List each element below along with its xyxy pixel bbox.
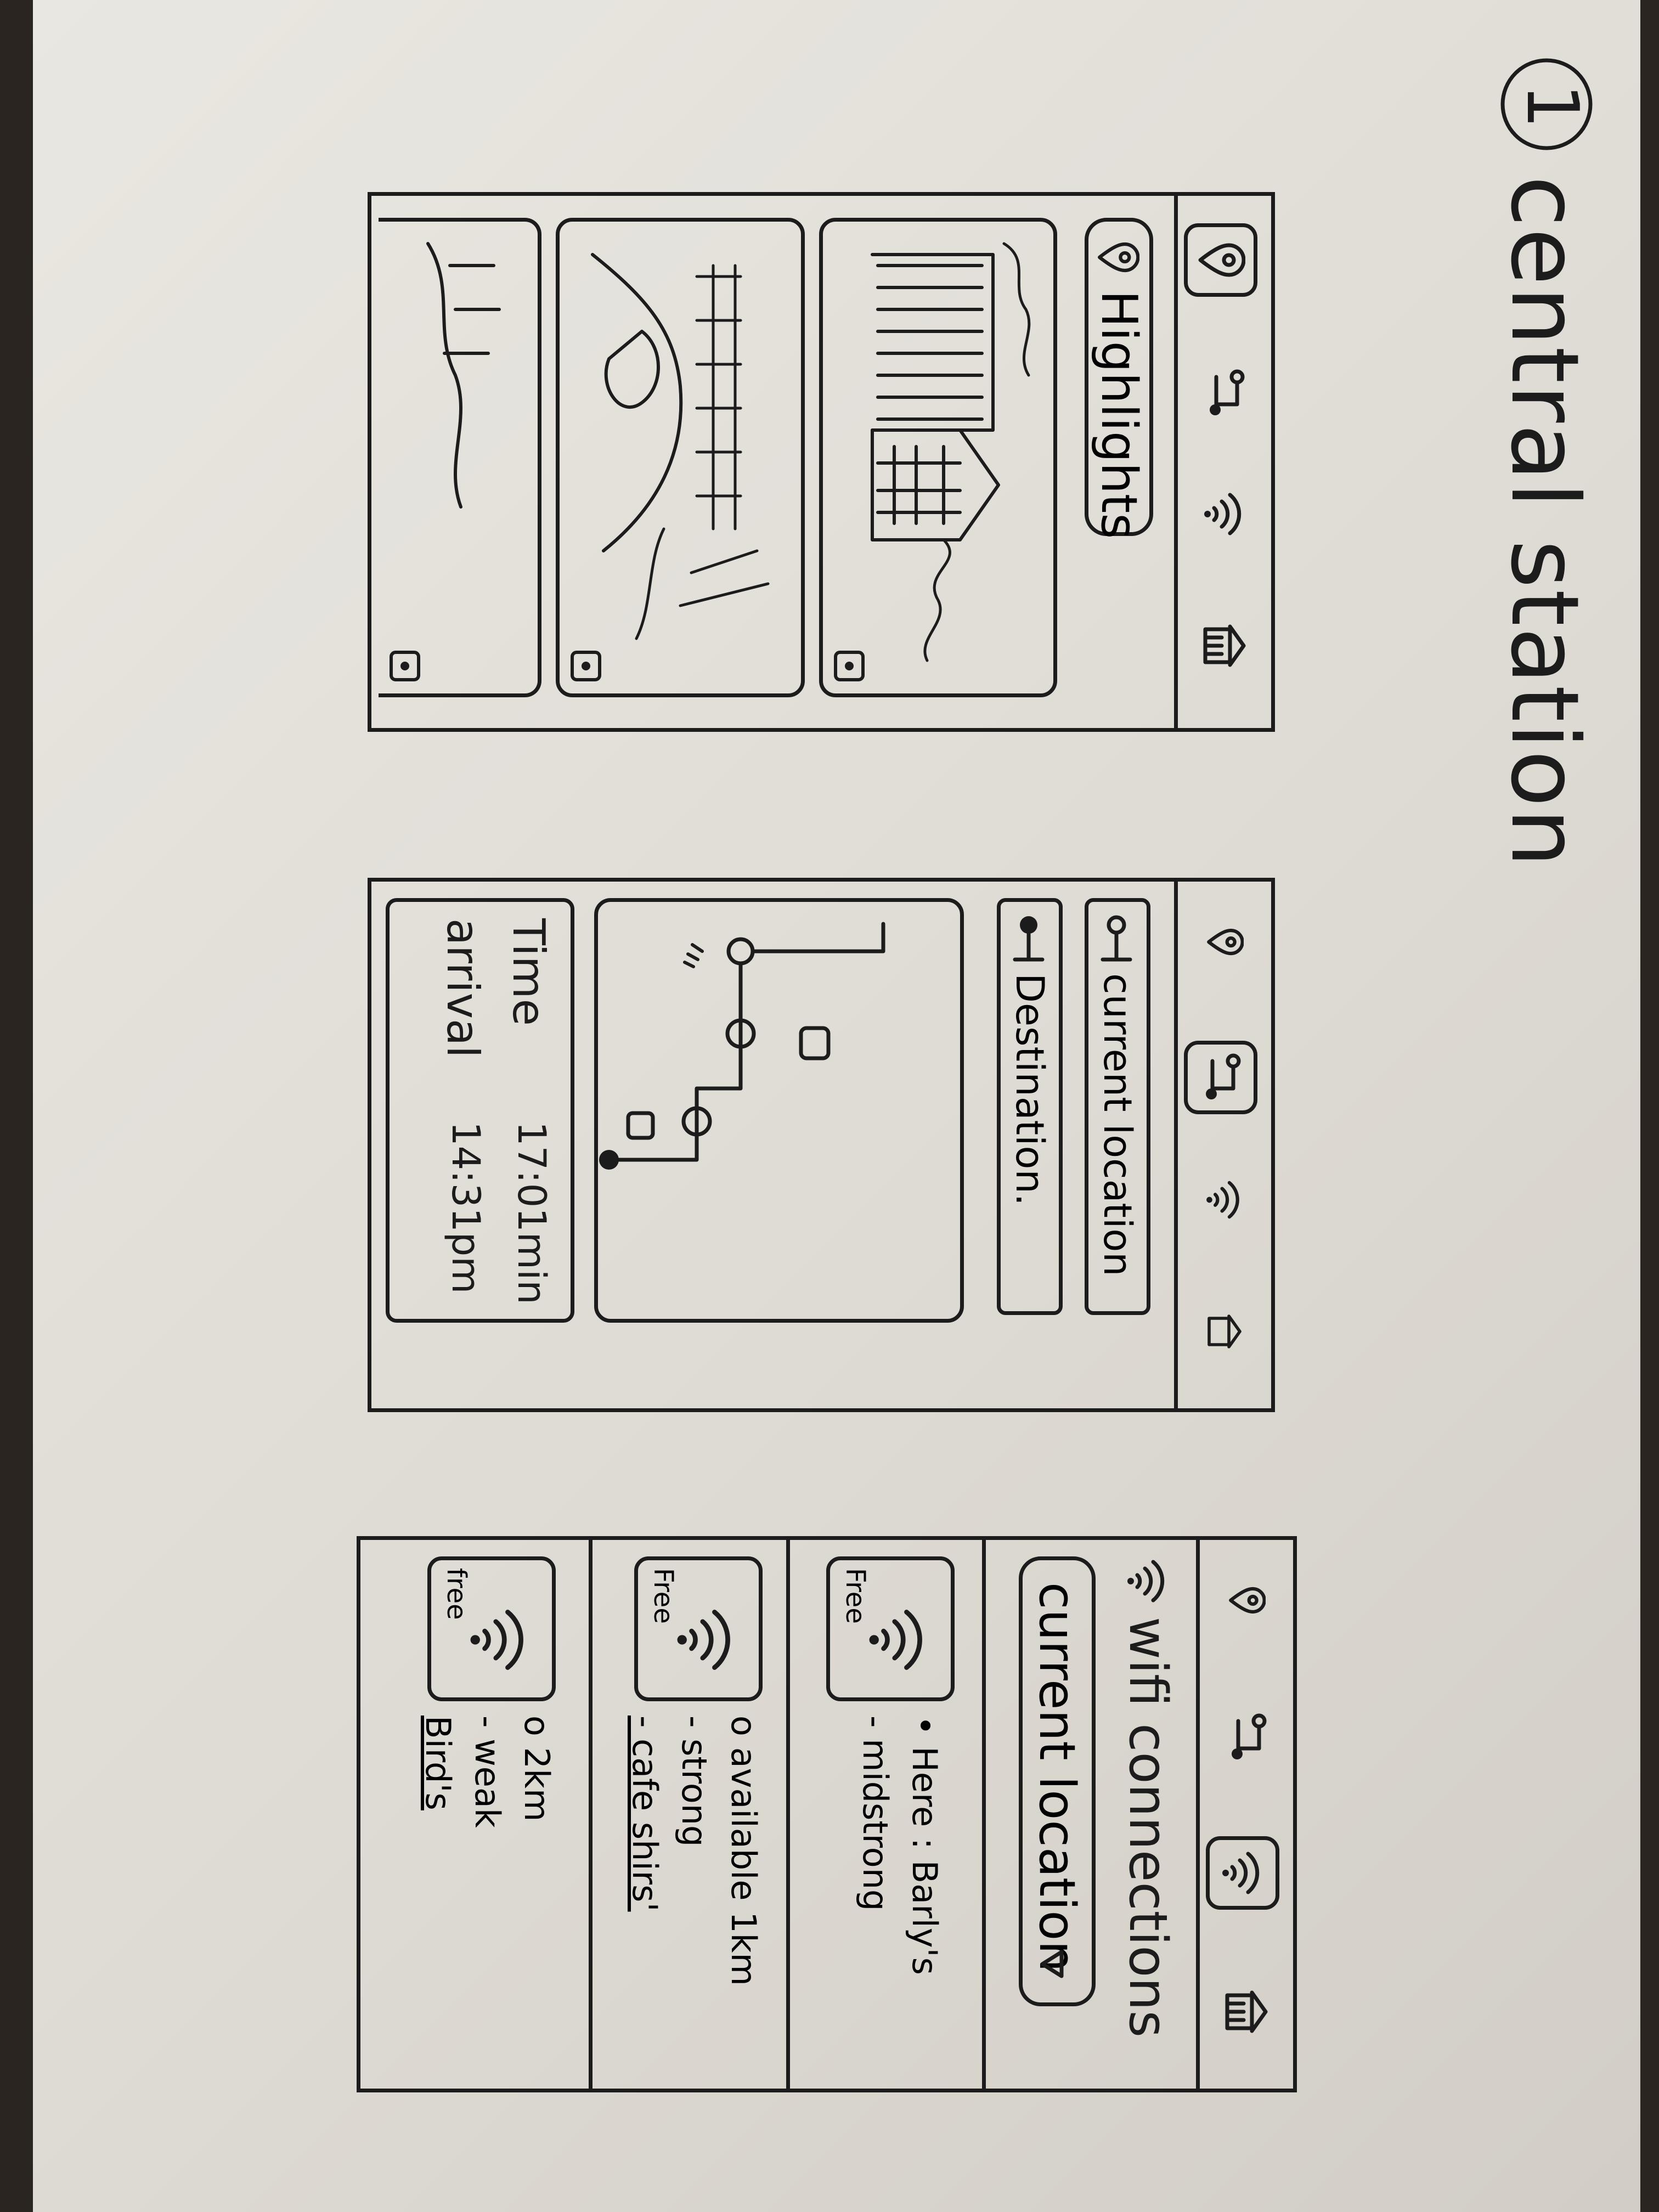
tab-shops[interactable] [1192,1299,1257,1364]
highlight-card[interactable] [819,218,1057,697]
tab-bar [1174,196,1271,728]
park-sketch-image [426,242,501,509]
route-screen: current location Destination. Time 17:01… [368,878,1275,1412]
wifi-header: wifi connections [1118,1556,1178,2038]
chevron-down-icon [1040,1950,1064,1978]
location-pin-icon [1098,242,1139,273]
bus-icon [799,1026,831,1060]
network-name: - cafe shirs' [625,1716,665,1912]
location-pin-icon [1207,928,1244,956]
page-title: central station [1490,176,1599,868]
shop-icon [1203,624,1246,667]
network-distance: o available 1km [724,1716,764,1986]
time-value: 17:01min [509,1121,554,1305]
wifi-icon [1204,493,1242,535]
building-sketch-image [871,242,1031,662]
paper-sheet [33,0,1640,2212]
highlight-card[interactable] [379,218,541,697]
arrival-label: arrival [437,918,488,1058]
highlights-title: Highlights [1090,290,1148,539]
tab-wifi[interactable] [1192,481,1257,547]
wifi-signal-box: Free [826,1556,955,1701]
page-number-circle [1500,58,1593,150]
tab-highlights[interactable] [1214,1567,1279,1633]
wifi-network-row[interactable]: Free o available 1km - strong - cafe shi… [589,1540,790,2089]
destination-placeholder: Destination. [1007,973,1052,1206]
wifi-screen: wifi connections current location Free •… [357,1536,1297,2092]
network-strength: - midstrong [855,1716,895,1911]
tab-shops[interactable] [1192,613,1257,679]
network-name: • Here : Barly's [905,1716,945,1975]
tab-wifi[interactable] [1192,1167,1257,1233]
wifi-network-row[interactable]: Free • Here : Barly's - midstrong [786,1540,986,2089]
route-icon [1232,1713,1267,1759]
destination-input[interactable]: Destination. [997,898,1063,1315]
tab-shops[interactable] [1214,1979,1279,2045]
shop-icon [1225,1990,1268,2033]
highlight-card[interactable] [556,218,805,697]
location-pin-icon[interactable] [833,650,866,682]
wifi-icon [1222,1852,1260,1894]
network-name: Bird's [418,1716,458,1810]
network-strength: - strong [674,1716,714,1847]
origin-input[interactable]: current location [1085,898,1150,1315]
wifi-network-row[interactable]: free o 2km - weak Bird's [369,1540,589,2089]
network-info: o 2km - weak Bird's [413,1716,561,1828]
location-pin-icon[interactable] [388,650,421,682]
wifi-icon [1127,1560,1165,1602]
route-map[interactable] [594,898,964,1323]
tab-bar [1196,1540,1293,2089]
time-label: Time [503,918,554,1026]
shop-icon [1207,1314,1242,1348]
arrival-info: Time 17:01min arrival 14:31pm [386,898,574,1323]
wifi-icon [677,1610,730,1670]
free-badge: Free [648,1568,679,1624]
network-distance: o 2km [517,1716,557,1822]
highlights-header: Highlights [1085,218,1153,539]
location-select[interactable]: current location [1019,1556,1096,2006]
destination-marker-icon [1013,916,1045,962]
square-sketch-image [591,253,770,640]
tab-bar [1174,882,1271,1408]
wifi-icon [470,1610,523,1670]
location-pin-icon [1198,243,1245,277]
train-icon [626,1111,655,1140]
free-badge: free [441,1568,472,1620]
wifi-icon [869,1610,922,1670]
tab-route[interactable] [1192,360,1257,426]
wifi-signal-box: free [427,1556,556,1701]
location-pin-icon[interactable] [569,650,602,682]
highlights-screen: Highlights [368,192,1275,732]
page-number: 1 [1511,83,1594,129]
route-map-drawing [599,922,885,1170]
arrival-value: 14:31pm [443,1121,488,1294]
network-strength: - weak [467,1716,507,1828]
free-badge: Free [840,1568,871,1624]
tab-highlights[interactable] [1192,909,1257,975]
tab-wifi[interactable] [1206,1836,1279,1910]
network-info: • Here : Barly's - midstrong [850,1716,949,1975]
wifi-header-text: wifi connections [1118,1617,1178,2038]
origin-placeholder: current location [1095,973,1140,1277]
location-select-value: current location [1028,1582,1086,1972]
tab-route[interactable] [1184,1041,1257,1114]
wifi-signal-box: Free [634,1556,763,1701]
network-info: o available 1km - strong - cafe shirs' [620,1716,768,1986]
route-icon [1210,369,1245,415]
route-icon [1206,1053,1241,1099]
tab-route[interactable] [1214,1705,1279,1770]
tab-highlights[interactable] [1184,223,1257,297]
origin-marker-icon [1101,915,1132,962]
location-pin-icon [1229,1587,1266,1614]
wifi-icon [1206,1181,1239,1219]
